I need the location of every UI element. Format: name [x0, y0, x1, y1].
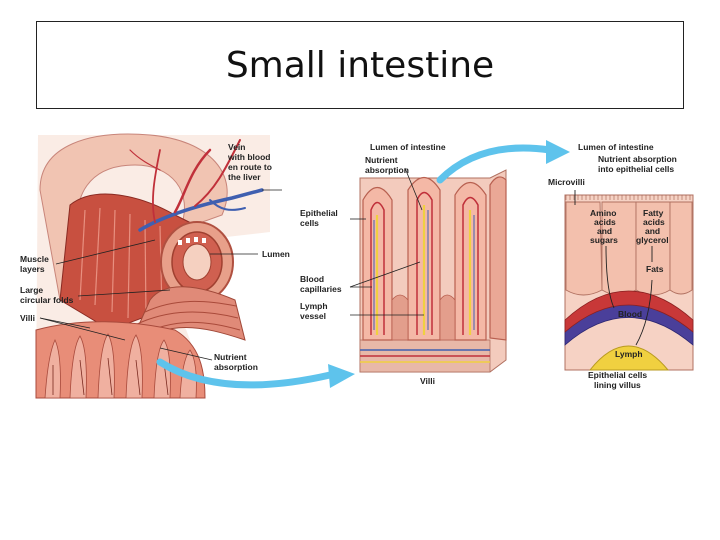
villi-mid-label: Villi	[420, 376, 435, 386]
lumen-label: Lumen	[262, 249, 290, 259]
blood-capillaries-label: Blood	[300, 274, 324, 284]
nutrient-absorption-right-label: Nutrient absorption	[598, 154, 677, 164]
muscle-layers-label: Muscle	[20, 254, 49, 264]
svg-text:and: and	[645, 226, 660, 236]
right-labels: Lumen of intestine Nutrient absorption i…	[548, 142, 677, 390]
middle-labels: Lumen of intestine Nutrient absorption E…	[300, 142, 446, 386]
arrow-left-to-middle	[156, 358, 334, 389]
vein-label: Vein	[228, 142, 245, 152]
svg-text:capillaries: capillaries	[300, 284, 342, 294]
villi-band	[35, 321, 206, 399]
lymph-vessel-label: Lymph	[300, 301, 328, 311]
svg-text:absorption: absorption	[214, 362, 258, 372]
svg-text:layers: layers	[20, 264, 45, 274]
lymph-label: Lymph	[615, 349, 643, 359]
svg-text:acids: acids	[594, 217, 616, 227]
nutrient-absorption-mid-label: Nutrient	[365, 155, 398, 165]
svg-text:cells: cells	[300, 218, 319, 228]
svg-text:lining villus: lining villus	[594, 380, 641, 390]
epithelium-detail-illustration	[564, 190, 694, 371]
circular-folds-label: Large	[20, 285, 43, 295]
svg-text:circular folds: circular folds	[20, 295, 74, 305]
villi-left-label: Villi	[20, 313, 35, 323]
vein-vessel	[138, 188, 264, 232]
left-labels: Vein with blood en route to the liver Lu…	[20, 142, 290, 372]
fatty-acids-label: Fatty	[643, 208, 664, 218]
slide-title: Small intestine	[225, 44, 495, 86]
svg-text:acids: acids	[643, 217, 665, 227]
epithelial-lining-label: Epithelial cells	[588, 370, 647, 380]
villi-block-illustration	[359, 169, 507, 373]
epithelial-cells-label: Epithelial	[300, 208, 338, 218]
blood-label: Blood	[618, 309, 642, 319]
svg-text:and: and	[597, 226, 612, 236]
svg-text:into epithelial cells: into epithelial cells	[598, 164, 674, 174]
flow-arrows	[156, 140, 570, 389]
lumen-intestine-right-label: Lumen of intestine	[578, 142, 654, 152]
amino-acids-label: Amino	[590, 208, 616, 218]
svg-text:absorption: absorption	[365, 165, 409, 175]
svg-text:en route to: en route to	[228, 162, 272, 172]
title-box: Small intestine	[36, 21, 684, 109]
svg-text:the liver: the liver	[228, 172, 261, 182]
intestine-loop	[39, 133, 228, 301]
arrow-middle-to-right	[436, 144, 554, 184]
nutrient-absorption-left-label: Nutrient	[214, 352, 247, 362]
lumen-intestine-mid-label: Lumen of intestine	[370, 142, 446, 152]
svg-text:sugars: sugars	[590, 235, 618, 245]
svg-text:vessel: vessel	[300, 311, 326, 321]
svg-text:glycerol: glycerol	[636, 235, 669, 245]
fats-label: Fats	[646, 264, 664, 274]
microvilli-label: Microvilli	[548, 177, 585, 187]
svg-text:with blood: with blood	[227, 152, 271, 162]
